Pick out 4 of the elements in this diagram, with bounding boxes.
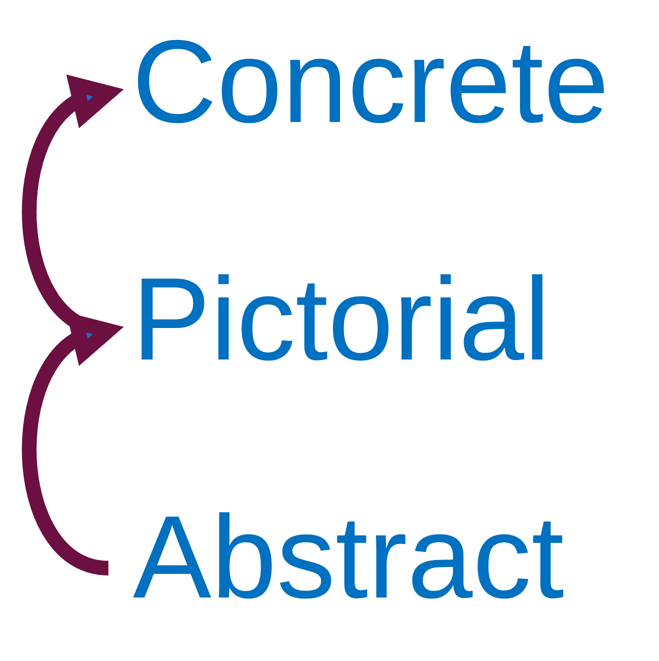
node-text: Pictorial <box>132 254 550 385</box>
node-text: Concrete <box>132 16 610 148</box>
node-text: Abstract <box>132 491 564 622</box>
arrow <box>22 312 124 576</box>
